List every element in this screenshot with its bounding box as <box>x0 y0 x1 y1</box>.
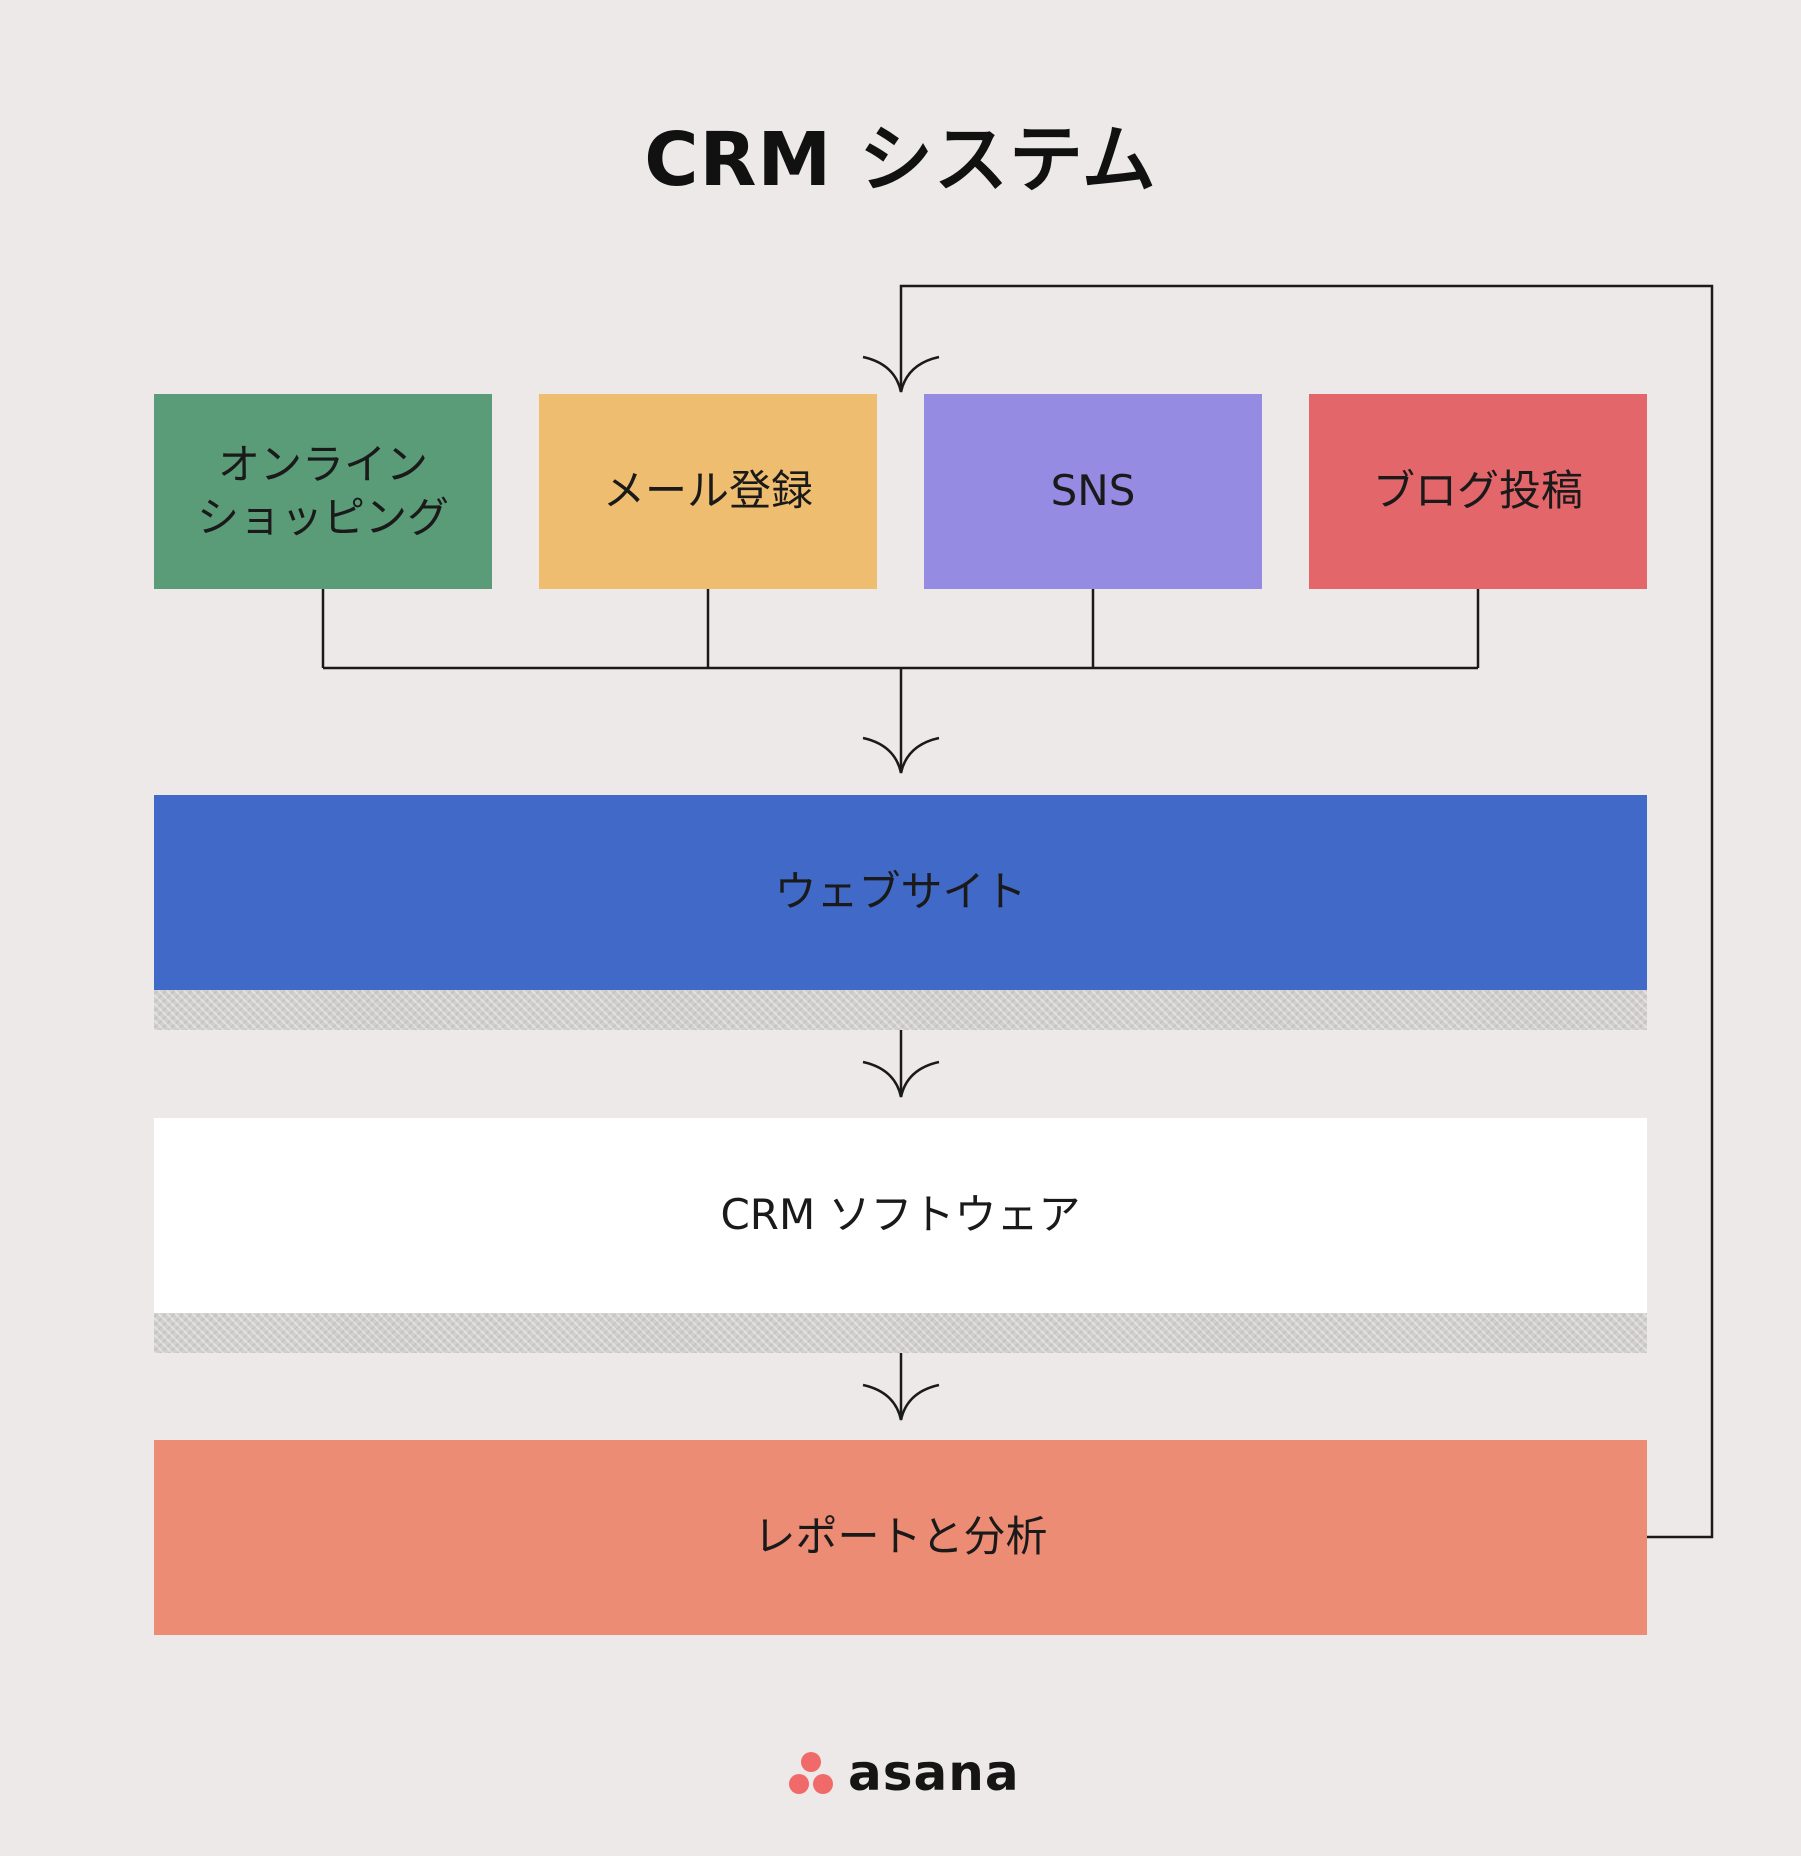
source-online-shopping-label: オンライン ショッピング <box>196 440 449 542</box>
arrow-feedback <box>862 355 940 393</box>
asana-logo-text: asana <box>848 1744 1020 1802</box>
source-sns-label: SNS <box>1050 466 1136 516</box>
crm-software-label: CRM ソフトウェア <box>720 1190 1081 1240</box>
website-block: ウェブサイト <box>154 795 1647 990</box>
diagram-title: CRM システム <box>644 117 1157 203</box>
asana-logo: asana <box>786 1744 1020 1802</box>
source-blog-post: ブログ投稿 <box>1309 394 1647 589</box>
crm-software-shadow <box>154 1313 1647 1353</box>
arrow-to-crm <box>862 1060 940 1098</box>
connector-feedback-loop <box>899 284 1714 1539</box>
source-email-signup-label: メール登録 <box>602 466 813 516</box>
source-online-shopping: オンライン ショッピング <box>154 394 492 589</box>
arrow-to-website <box>862 736 940 774</box>
reports-block: レポートと分析 <box>154 1440 1647 1635</box>
source-sns: SNS <box>924 394 1262 589</box>
source-blog-post-label: ブログ投稿 <box>1372 466 1583 516</box>
asana-logo-icon <box>786 1750 836 1796</box>
website-label: ウェブサイト <box>774 867 1027 917</box>
website-shadow <box>154 990 1647 1030</box>
arrow-to-reports <box>862 1383 940 1421</box>
source-email-signup: メール登録 <box>539 394 877 589</box>
reports-label: レポートと分析 <box>753 1512 1048 1562</box>
crm-software-block: CRM ソフトウェア <box>154 1118 1647 1313</box>
